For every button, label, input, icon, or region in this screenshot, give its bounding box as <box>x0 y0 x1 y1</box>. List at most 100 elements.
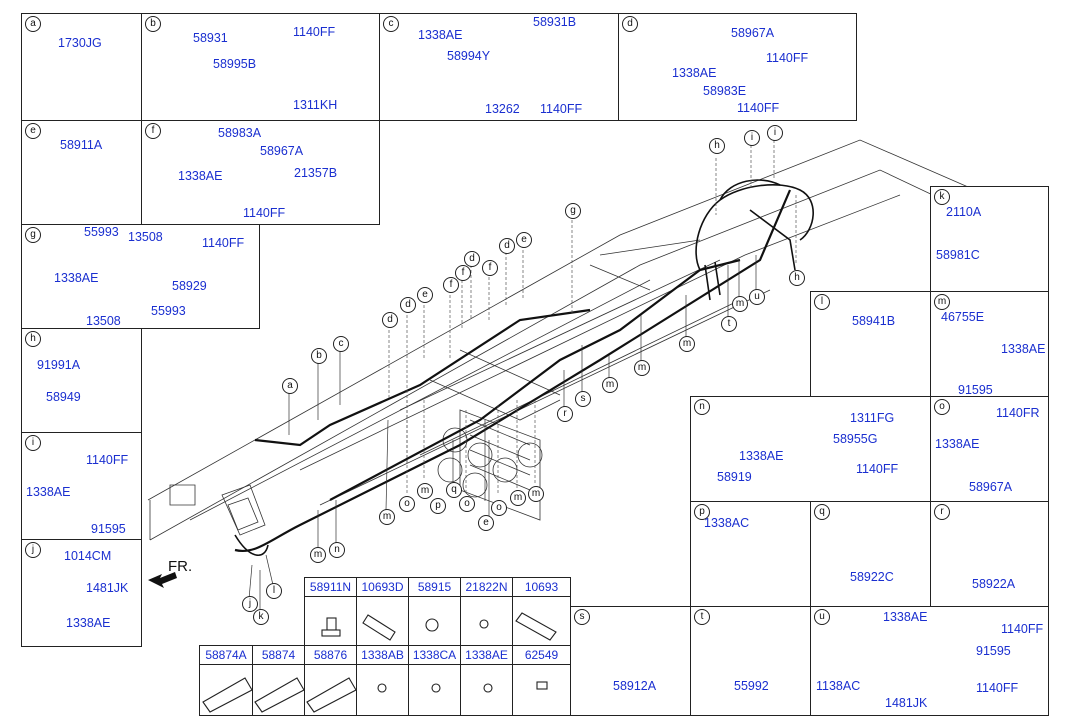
part-number: 1140FF <box>856 462 899 476</box>
part-number: 91991A <box>37 358 81 372</box>
table-header: 1338CA <box>408 645 461 665</box>
panel-e <box>21 120 142 225</box>
callout: h <box>789 270 805 286</box>
table-image-cell <box>199 664 253 716</box>
part-number: 1481JK <box>86 581 129 595</box>
panel-letter: o <box>934 399 950 415</box>
callout: e <box>516 232 532 248</box>
callout: s <box>575 391 591 407</box>
part-number: 13508 <box>86 314 121 328</box>
part-number: 58967A <box>969 480 1013 494</box>
table-header: 21822N <box>460 577 513 597</box>
panel-letter: q <box>814 504 830 520</box>
table-header: 58911N <box>304 577 357 597</box>
callout: d <box>400 297 416 313</box>
part-number: 1140FF <box>243 206 286 220</box>
callout: m <box>602 377 618 393</box>
table-header: 1338AE <box>460 645 513 665</box>
panel-h <box>21 328 142 433</box>
callout: m <box>679 336 695 352</box>
panel-letter: i <box>25 435 41 451</box>
callout: k <box>253 609 269 625</box>
part-number: 21357B <box>294 166 338 180</box>
callout: d <box>499 238 515 254</box>
part-number: 13262 <box>485 102 520 116</box>
part-number: 1338AE <box>739 449 784 463</box>
table-header: 58876 <box>304 645 357 665</box>
callout: l <box>266 583 282 599</box>
callout: i <box>744 130 760 146</box>
panel-letter: h <box>25 331 41 347</box>
panel-s <box>570 606 691 716</box>
callout: f <box>443 277 459 293</box>
part-number: 1140FR <box>996 406 1040 420</box>
panel-i <box>21 432 142 540</box>
table-header: 1338AB <box>356 645 409 665</box>
part-number: 58919 <box>717 470 752 484</box>
part-number: 58931 <box>193 31 228 45</box>
part-number: 58911A <box>60 138 103 152</box>
panel-letter: m <box>934 294 950 310</box>
part-number: 1338AE <box>672 66 717 80</box>
part-number: 58922C <box>850 570 894 584</box>
panel-letter: b <box>145 16 161 32</box>
callout: g <box>565 203 581 219</box>
table-header: 10693 <box>512 577 571 597</box>
callout: q <box>446 482 462 498</box>
callout: i <box>767 125 783 141</box>
callout: d <box>382 312 398 328</box>
callout: m <box>732 296 748 312</box>
part-number: 1338AE <box>178 169 223 183</box>
callout: r <box>557 406 573 422</box>
part-number: 1014CM <box>64 549 112 563</box>
callout: e <box>417 287 433 303</box>
front-label: FR. <box>168 558 193 575</box>
panel-m <box>930 291 1049 397</box>
part-number: 58994Y <box>447 49 491 63</box>
front-arrow-icon <box>148 572 177 588</box>
panel-j <box>21 539 142 647</box>
part-number: 1481JK <box>885 696 928 710</box>
part-number: 1338AE <box>935 437 980 451</box>
part-number: 58983E <box>703 84 747 98</box>
panel-c <box>379 13 619 121</box>
table-header: 62549 <box>512 645 571 665</box>
part-number: 58931B <box>533 15 577 29</box>
panel-b <box>141 13 380 121</box>
panel-k <box>930 186 1049 292</box>
part-number: 55993 <box>151 304 186 318</box>
callout: o <box>491 500 507 516</box>
callout: n <box>329 542 345 558</box>
panel-p <box>690 501 811 607</box>
part-number: 1140FF <box>293 25 336 39</box>
part-number: 1730JG <box>58 36 102 50</box>
part-number: 55993 <box>84 225 119 239</box>
part-number: 1338AE <box>66 616 111 630</box>
callout: e <box>478 515 494 531</box>
callout: f <box>482 260 498 276</box>
part-number: 1338AC <box>704 516 750 530</box>
table-image-cell <box>356 596 409 646</box>
part-number: 1140FF <box>86 453 129 467</box>
callout: d <box>464 251 480 267</box>
part-number: 1338AE <box>1001 342 1046 356</box>
callout: o <box>459 496 475 512</box>
part-number: 58912A <box>613 679 657 693</box>
callout: o <box>399 496 415 512</box>
callout: m <box>634 360 650 376</box>
part-number: 1338AE <box>418 28 463 42</box>
callout: b <box>311 348 327 364</box>
callout: h <box>709 138 725 154</box>
table-image-cell <box>252 664 305 716</box>
callout: m <box>310 547 326 563</box>
part-number: 58949 <box>46 390 81 404</box>
callout: m <box>379 509 395 525</box>
panel-d <box>618 13 857 121</box>
part-number: 1338AE <box>883 610 928 624</box>
part-number: 1140FF <box>737 101 780 115</box>
panel-n <box>690 396 931 502</box>
table-header: 58915 <box>408 577 461 597</box>
part-number: 91595 <box>976 644 1011 658</box>
table-header: 58874 <box>252 645 305 665</box>
part-number: 58995B <box>213 57 257 71</box>
